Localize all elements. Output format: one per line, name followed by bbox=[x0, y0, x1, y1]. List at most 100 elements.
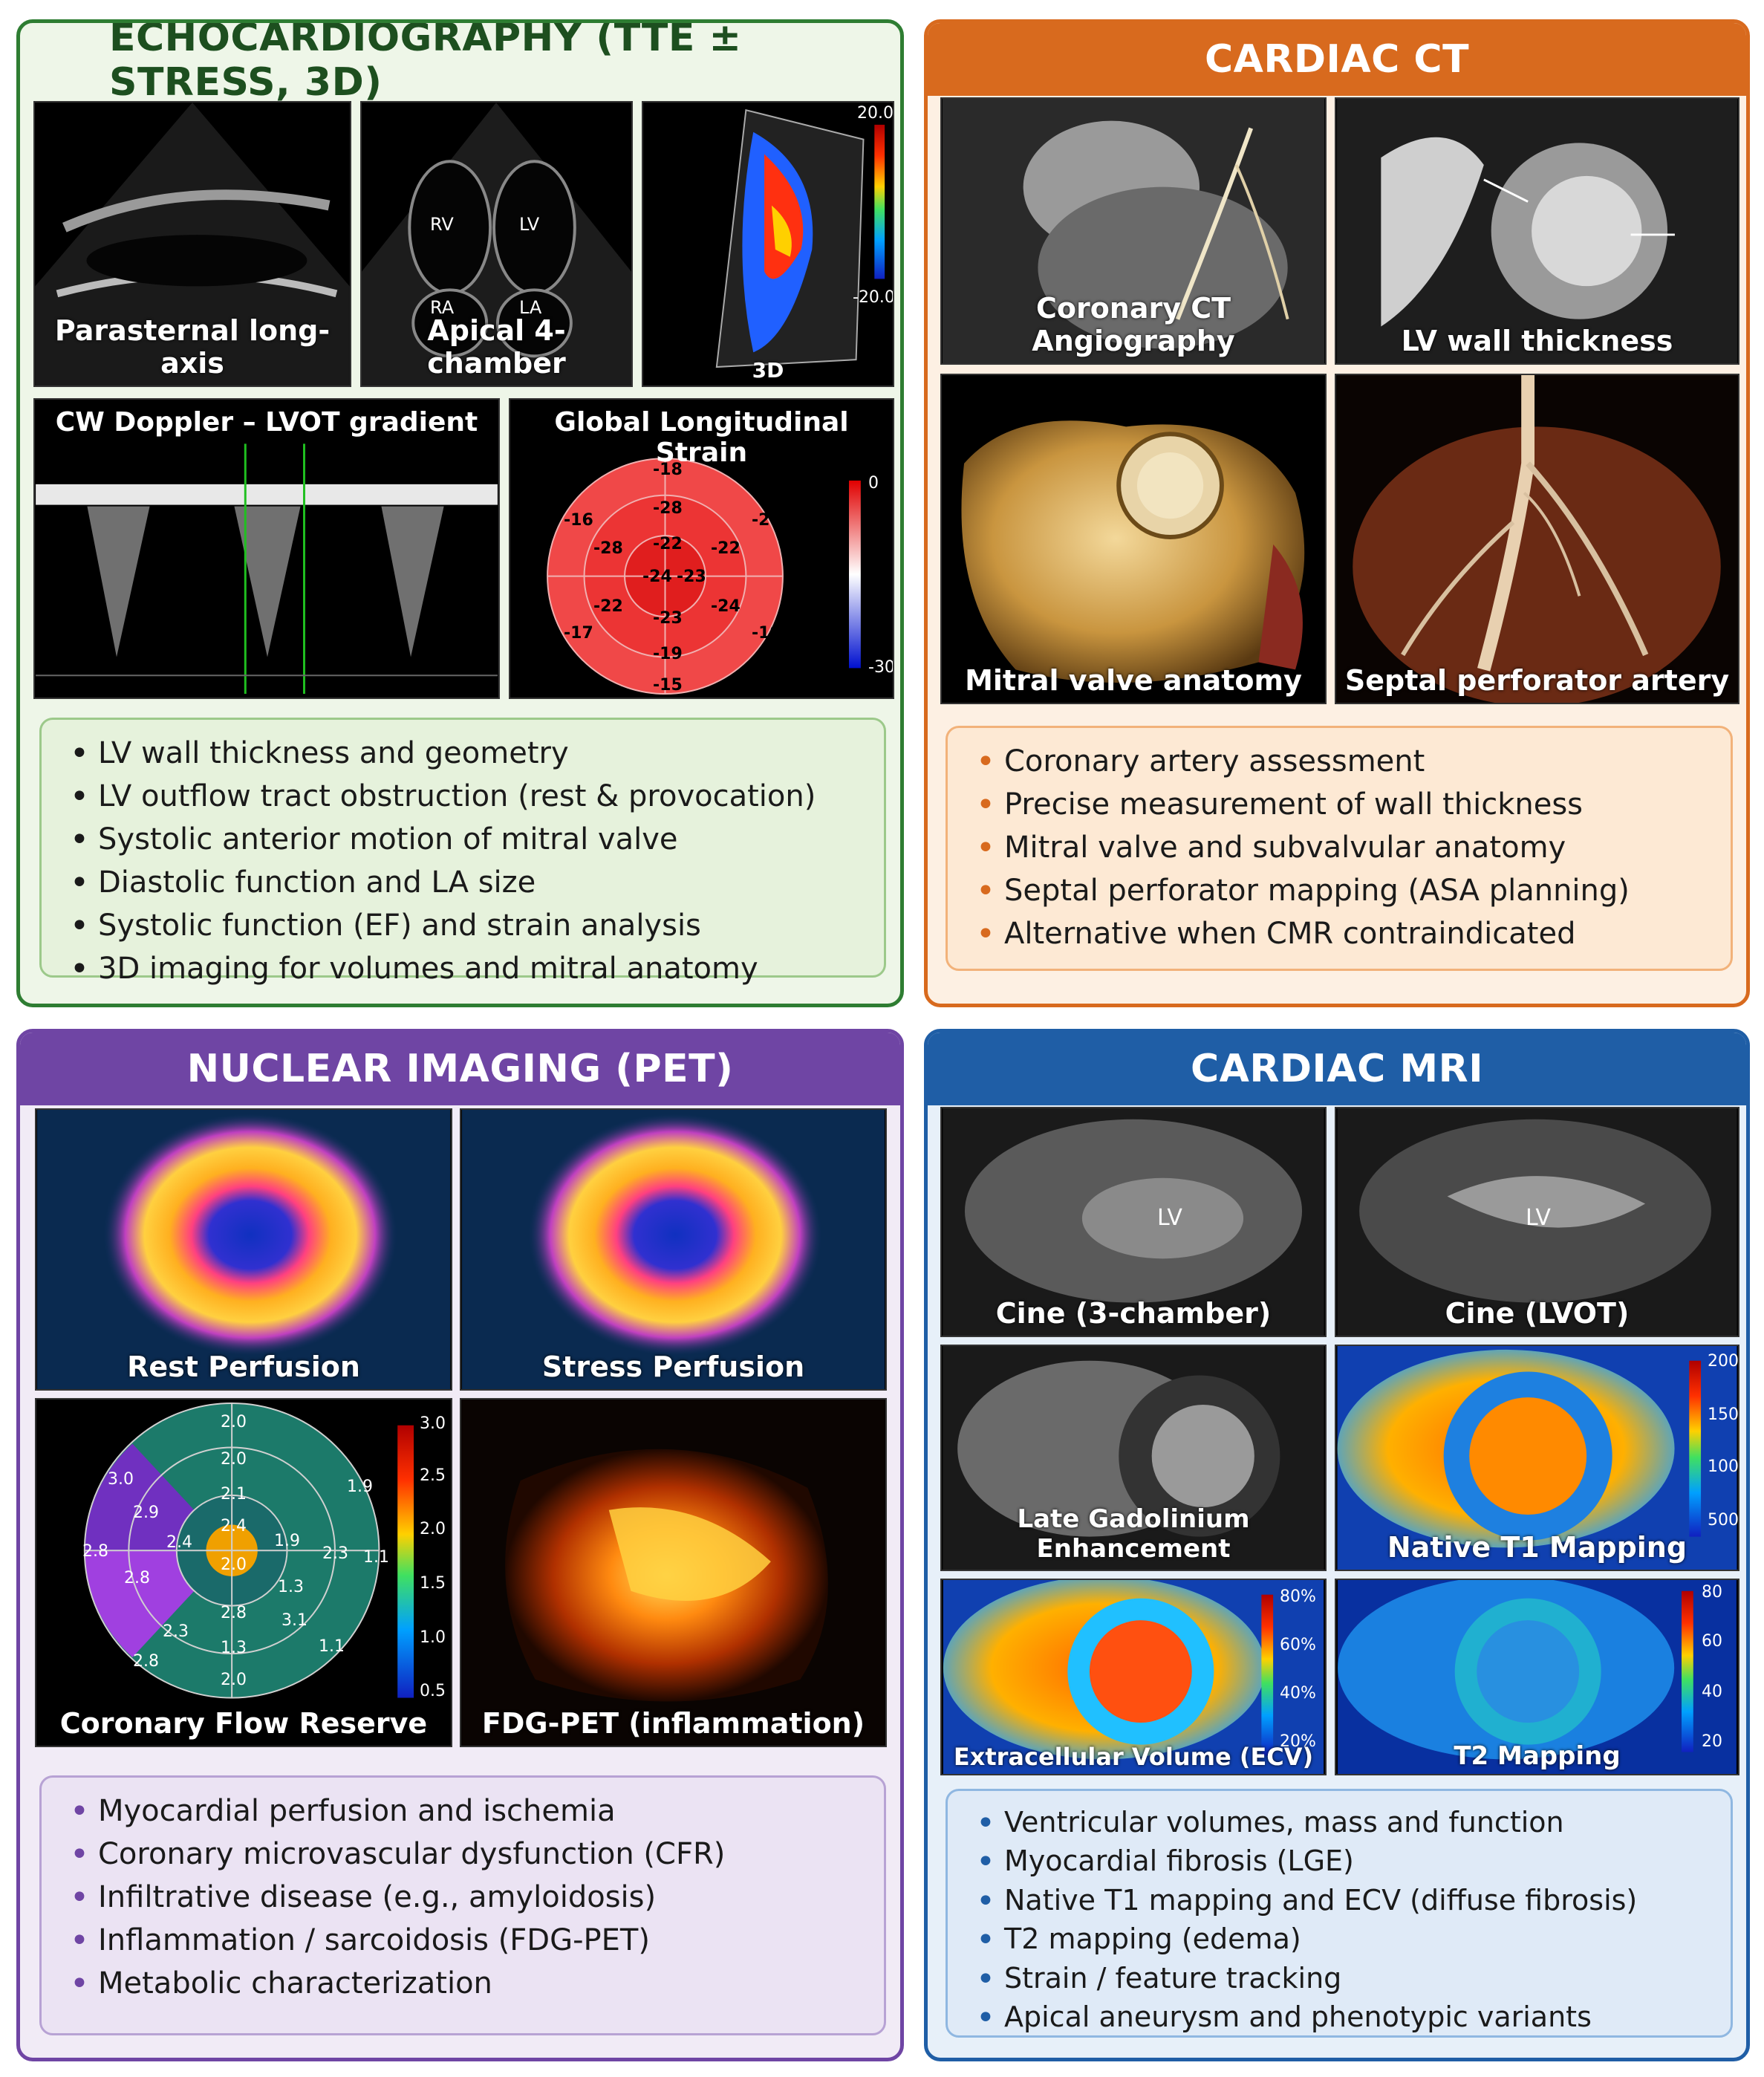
mri-title: CARDIAC MRI bbox=[928, 1033, 1746, 1105]
cfr-seg: 2.1 bbox=[221, 1485, 247, 1504]
cfr-seg: 2.0 bbox=[221, 1450, 247, 1469]
bullet-item: T2 mapping (edema) bbox=[970, 1918, 1708, 1963]
mri-t2-caption: T2 Mapping bbox=[1454, 1741, 1621, 1771]
cfr-seg: 2.3 bbox=[163, 1622, 189, 1641]
t1-scale: 1500 bbox=[1708, 1405, 1739, 1424]
cfr-seg: 1.9 bbox=[274, 1532, 300, 1550]
echo-strain-image: Global Longitudinal Strain 0 -30 -18 -28… bbox=[509, 398, 894, 699]
bullet-item: Myocardial perfusion and ischemia bbox=[64, 1788, 862, 1836]
nuc-cfr-caption: Coronary Flow Reserve bbox=[59, 1707, 428, 1740]
nuc-fdg-image: FDG-PET (inflammation) bbox=[460, 1398, 887, 1747]
bullet-item: Native T1 mapping and ECV (diffuse fibro… bbox=[970, 1879, 1708, 1925]
nuc-cfr-image: 3.0 2.5 2.0 1.5 1.0 0.5 2.0 2.0 2.1 1.9 … bbox=[35, 1398, 452, 1747]
bullet-item: Inflammation / sarcoidosis (FDG-PET) bbox=[64, 1917, 862, 1965]
strain-seg: -28 bbox=[653, 499, 683, 518]
ct-mitral-image: Mitral valve anatomy bbox=[940, 374, 1327, 704]
ct-septal-image: Septal perforator artery bbox=[1335, 374, 1739, 704]
t2-scale: 40 bbox=[1702, 1683, 1722, 1701]
cfr-scale: 3.0 bbox=[420, 1414, 446, 1433]
bullet-item: Coronary microvascular dysfunction (CFR) bbox=[64, 1831, 862, 1879]
cfr-scale: 0.5 bbox=[420, 1682, 446, 1700]
strain-seg: -19 bbox=[752, 624, 781, 643]
ecv-scale: 80% bbox=[1280, 1587, 1316, 1606]
nuclear-panel: NUCLEAR IMAGING (PET) Rest Perfusion Str… bbox=[16, 1029, 904, 2061]
mri-ecv-caption: Extracellular Volume (ECV) bbox=[953, 1743, 1314, 1771]
mri-lv-label: LV bbox=[1157, 1205, 1182, 1231]
ct-title: CARDIAC CT bbox=[928, 23, 1746, 96]
cfr-seg: 1.1 bbox=[319, 1637, 345, 1656]
bullet-item: Apical aneurysm and phenotypic variants bbox=[970, 1996, 1708, 2041]
label-la: LA bbox=[519, 297, 542, 318]
mri-bullets: Ventricular volumes, mass and function M… bbox=[946, 1789, 1733, 2041]
strain-seg: -23 bbox=[677, 568, 706, 586]
cfr-seg: 2.8 bbox=[133, 1652, 159, 1671]
t1-scale: 2000 bbox=[1708, 1352, 1739, 1371]
ct-angio-image: Coronary CT Angiography bbox=[940, 97, 1327, 365]
echo-3d-caption: 3D bbox=[752, 358, 784, 383]
bullet-item: Systolic anterior motion of mitral valve bbox=[64, 816, 862, 864]
cfr-seg: 2.4 bbox=[221, 1517, 247, 1535]
bullet-item: Diastolic function and LA size bbox=[64, 859, 862, 907]
strain-seg: -28 bbox=[752, 511, 781, 530]
mri-lv-label: LV bbox=[1526, 1205, 1551, 1231]
echo-title: ECHOCARDIOGRAPHY (TTE ± STRESS, 3D) bbox=[109, 19, 742, 105]
cfr-seg: 2.8 bbox=[82, 1542, 108, 1561]
t1-scale: 500 bbox=[1708, 1511, 1739, 1530]
ct-septal-caption: Septal perforator artery bbox=[1344, 664, 1730, 697]
bullet-item: Coronary artery assessment bbox=[970, 738, 1708, 786]
bullet-item: Septal perforator mapping (ASA planning) bbox=[970, 868, 1708, 915]
echo-strain-scale-min: -30 bbox=[868, 658, 894, 677]
label-rv: RV bbox=[430, 214, 454, 235]
bullet-item: Infiltrative disease (e.g., amyloidosis) bbox=[64, 1874, 862, 1922]
t2-scale: 20 bbox=[1702, 1732, 1722, 1751]
mri-ecv-image: 80% 60% 40% 20% Extracellular Volume (EC… bbox=[940, 1579, 1327, 1775]
cfr-seg: 2.3 bbox=[322, 1544, 348, 1563]
ct-angio-caption: Coronary CT Angiography bbox=[1032, 292, 1235, 357]
label-lv: LV bbox=[519, 214, 540, 235]
cfr-seg: 1.3 bbox=[221, 1639, 247, 1657]
mri-cine3-image: LV Cine (3-chamber) bbox=[940, 1107, 1327, 1337]
mri-lge-image: Late Gadolinium Enhancement bbox=[940, 1345, 1327, 1571]
cfr-seg: 2.9 bbox=[133, 1504, 159, 1522]
cfr-seg: 3.0 bbox=[108, 1470, 134, 1489]
bullet-item: LV wall thickness and geometry bbox=[64, 730, 862, 778]
echo-3d-scale-max: 20.0 bbox=[857, 104, 894, 123]
strain-seg: -18 bbox=[653, 461, 683, 479]
echo-plax-caption: Parasternal long-axis bbox=[54, 314, 331, 380]
nuc-stress-caption: Stress Perfusion bbox=[541, 1350, 805, 1383]
strain-seg: -16 bbox=[564, 511, 593, 530]
cfr-seg: 2.4 bbox=[166, 1533, 192, 1552]
echo-bullets: LV wall thickness and geometry LV outflo… bbox=[39, 718, 886, 993]
cfr-seg: 3.1 bbox=[281, 1611, 307, 1630]
cfr-seg: 2.8 bbox=[221, 1604, 247, 1622]
echo-strain-scale-max: 0 bbox=[868, 474, 879, 493]
cfr-seg: 2.0 bbox=[221, 1556, 247, 1574]
cfr-scale: 1.0 bbox=[420, 1628, 446, 1647]
echo-plax-image: Parasternal long-axis bbox=[33, 101, 351, 387]
ct-bullets: Coronary artery assessment Precise measu… bbox=[946, 726, 1733, 971]
strain-seg: -15 bbox=[653, 676, 683, 695]
cfr-seg: 1.9 bbox=[347, 1478, 373, 1496]
strain-seg: -17 bbox=[564, 624, 593, 643]
mri-cine3-caption: Cine (3-chamber) bbox=[995, 1297, 1272, 1330]
strain-seg: -19 bbox=[653, 645, 683, 663]
echo-3d-image: 20.0 -20.0 3D bbox=[642, 101, 894, 387]
ct-panel: CARDIAC CT Coronary CT Angiography LV wa… bbox=[924, 19, 1750, 1007]
cfr-scale: 2.0 bbox=[420, 1520, 446, 1538]
bullet-item: Precise measurement of wall thickness bbox=[970, 781, 1708, 829]
bullet-item: Alternative when CMR contraindicated bbox=[970, 911, 1708, 958]
cfr-seg: 1.1 bbox=[363, 1548, 389, 1567]
mri-lge-caption: Late Gadolinium Enhancement bbox=[1017, 1504, 1250, 1564]
echo-a4c-image: RV LV RA LA Apical 4-chamber bbox=[360, 101, 633, 387]
mri-t1-caption: Native T1 Mapping bbox=[1387, 1531, 1687, 1564]
strain-seg: -24 bbox=[711, 597, 741, 616]
nuc-stress-image: Stress Perfusion bbox=[460, 1108, 887, 1391]
mri-t1-image: 2000 1500 1000 500 Native T1 Mapping bbox=[1335, 1345, 1739, 1571]
bullet-item: Systolic function (EF) and strain analys… bbox=[64, 903, 862, 950]
ct-wall-image: LV wall thickness bbox=[1335, 97, 1739, 365]
nuc-fdg-caption: FDG-PET (inflammation) bbox=[481, 1707, 865, 1740]
bullet-item: 3D imaging for volumes and mitral anatom… bbox=[64, 946, 862, 993]
bullet-item: Ventricular volumes, mass and function bbox=[970, 1801, 1708, 1847]
echo-doppler-image: CW Doppler – LVOT gradient bbox=[33, 398, 500, 699]
nuc-rest-image: Rest Perfusion bbox=[35, 1108, 452, 1391]
